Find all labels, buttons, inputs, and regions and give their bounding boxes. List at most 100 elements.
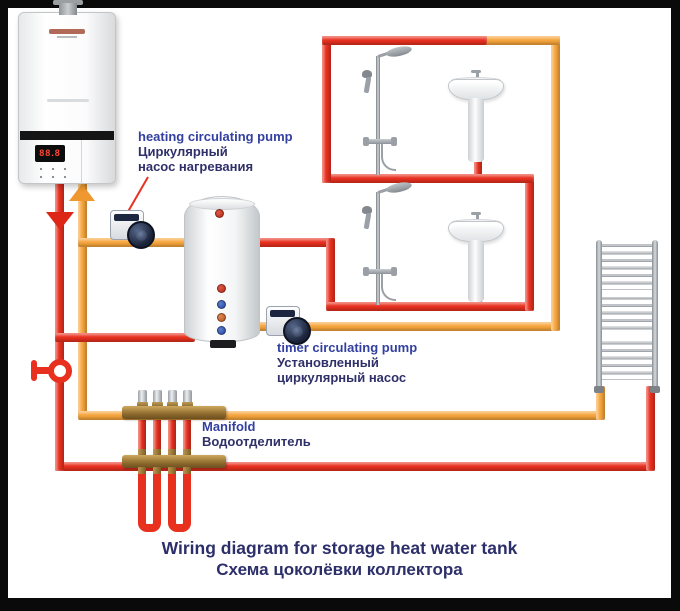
hot-pipe-mid-right-vertical bbox=[525, 178, 534, 311]
heating-pump-label-ru1: Циркулярный bbox=[138, 144, 228, 159]
manifold-valve-cap bbox=[168, 390, 177, 404]
manifold-top-bar bbox=[122, 406, 226, 419]
manifold-valve-cap bbox=[138, 390, 147, 404]
mixer-knob-left bbox=[363, 137, 369, 146]
hot-pipe-bottom bbox=[55, 462, 655, 471]
manifold-nub bbox=[138, 467, 146, 474]
sink-pedestal bbox=[468, 240, 484, 302]
radiator-gap bbox=[600, 334, 654, 341]
boiler-buttons bbox=[37, 166, 71, 180]
floor-loop-1 bbox=[138, 468, 161, 532]
boiler-display: 88.8 bbox=[35, 145, 65, 162]
timer-circulating-pump bbox=[266, 300, 314, 348]
manifold-label: Manifold Водоотделитель bbox=[202, 419, 311, 449]
shower-head bbox=[385, 180, 413, 195]
hot-pipe-loop2-left bbox=[326, 238, 335, 311]
heating-pump-label: heating circulating pump Циркулярный нас… bbox=[138, 129, 293, 174]
shower-pole bbox=[376, 192, 380, 305]
shower-mixer bbox=[367, 139, 393, 144]
radiator-gap bbox=[600, 290, 654, 297]
hot-pipe-sink1-stub bbox=[474, 150, 482, 178]
mixer-knob-right bbox=[391, 267, 397, 276]
storage-tank bbox=[184, 196, 260, 348]
timer-pump-label-en: timer circulating pump bbox=[277, 340, 418, 355]
hot-pipe-radiator-leg bbox=[646, 386, 655, 471]
tank-port-cold-1 bbox=[217, 300, 226, 309]
heating-circulating-pump bbox=[110, 204, 158, 252]
return-pipe-left-vertical bbox=[78, 155, 87, 420]
shower-hose bbox=[381, 144, 396, 171]
wall-boiler: 88.8 bbox=[18, 0, 116, 184]
boiler-seam bbox=[81, 140, 82, 184]
hot-pipe-tank-outlet bbox=[248, 238, 335, 247]
boiler-brand-logo bbox=[49, 29, 85, 34]
hand-shower bbox=[363, 212, 372, 230]
hot-pipe-to-tank bbox=[55, 333, 195, 342]
faucet-stem bbox=[476, 213, 479, 223]
manifold-nub bbox=[183, 449, 191, 456]
manifold-nut bbox=[182, 402, 193, 409]
manifold-nub bbox=[153, 467, 161, 474]
manifold-label-en: Manifold bbox=[202, 419, 256, 434]
hot-flow-arrow-down bbox=[46, 212, 74, 230]
shower-pole bbox=[376, 56, 380, 175]
shower-set-bottom bbox=[348, 180, 413, 306]
hand-shower-head bbox=[362, 206, 372, 214]
storage-tank-top bbox=[189, 198, 255, 210]
radiator-rungs bbox=[600, 244, 654, 380]
manifold-riser-1 bbox=[138, 416, 146, 461]
manifold-riser-4 bbox=[183, 416, 191, 461]
radiator-rail-right bbox=[652, 240, 658, 390]
return-pipe-bottom bbox=[78, 411, 605, 420]
manifold-nub bbox=[153, 449, 161, 456]
radiator-foot-right bbox=[650, 386, 660, 393]
shower-head bbox=[385, 44, 413, 59]
sink-pedestal bbox=[468, 98, 484, 162]
tank-port-return bbox=[217, 313, 226, 322]
sink-basin bbox=[448, 79, 504, 100]
manifold-nub bbox=[168, 467, 176, 474]
manifold-nut bbox=[137, 402, 148, 409]
hot-pipe-loop2-bottom bbox=[326, 302, 534, 311]
manifold-label-ru: Водоотделитель bbox=[202, 434, 311, 449]
boiler-control-band bbox=[20, 131, 114, 140]
storage-tank-base bbox=[210, 340, 236, 348]
manifold-riser-3 bbox=[168, 416, 176, 461]
manifold-nut bbox=[152, 402, 163, 409]
mixer-knob-left bbox=[363, 267, 369, 276]
return-pipe-right-vertical bbox=[551, 36, 560, 331]
faucet-stem bbox=[476, 71, 479, 81]
manifold-bottom-bar bbox=[122, 455, 226, 468]
boiler-flue-cap bbox=[53, 0, 83, 5]
hot-pipe-loop1-left bbox=[322, 36, 331, 183]
return-pipe-tank-right bbox=[248, 322, 560, 331]
timer-pump-label-ru2: циркулярный насос bbox=[277, 370, 407, 385]
shower-hose bbox=[381, 274, 396, 301]
manifold-nut bbox=[167, 402, 178, 409]
manifold-valve-cap bbox=[183, 390, 192, 404]
mixer-knob-right bbox=[391, 137, 397, 146]
manifold-nub bbox=[138, 449, 146, 456]
gauge-stub bbox=[35, 367, 50, 374]
pump-knob bbox=[292, 326, 303, 337]
pump-display bbox=[114, 214, 139, 221]
timer-pump-label: timer circulating pump Установленный цир… bbox=[277, 340, 417, 385]
manifold-nub bbox=[168, 449, 176, 456]
shower-set-top bbox=[348, 44, 413, 176]
manifold-nub bbox=[183, 467, 191, 474]
gauge-end-bar bbox=[31, 360, 37, 381]
heating-pump-label-en: heating circulating pump bbox=[138, 129, 293, 144]
return-flow-arrow-up bbox=[69, 184, 95, 201]
manifold-valve-cap bbox=[153, 390, 162, 404]
sink-basin bbox=[448, 221, 504, 242]
pedestal-sink-bottom bbox=[448, 208, 506, 302]
hand-shower bbox=[363, 76, 372, 94]
return-pipe-top bbox=[482, 36, 560, 45]
hot-pipe-top bbox=[322, 36, 487, 45]
pump-display bbox=[270, 310, 295, 317]
manifold-riser-2 bbox=[153, 416, 161, 461]
radiator-rail-left bbox=[596, 240, 602, 390]
hot-pipe-left-vertical bbox=[55, 155, 64, 471]
heating-pump-label-ru2: насос нагревания bbox=[138, 159, 254, 174]
radiator-foot-left bbox=[594, 386, 604, 393]
